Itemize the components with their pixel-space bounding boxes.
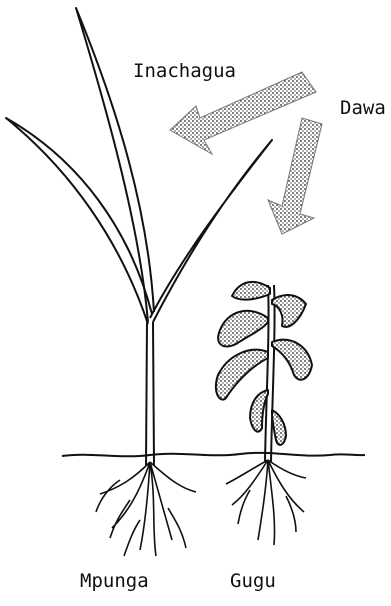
weed-leaf <box>218 311 268 347</box>
weed-roots <box>226 460 306 545</box>
weed-stem <box>265 285 275 462</box>
weed-leaf <box>216 350 268 400</box>
label-herbicide: Dawa <box>340 97 386 119</box>
rice-stem <box>146 322 154 465</box>
rice-roots <box>96 462 196 556</box>
weed-leaf <box>272 410 286 445</box>
rice-plant <box>6 8 272 556</box>
rice-leaf-center <box>76 8 154 322</box>
weed-plant <box>216 282 312 545</box>
rice-leaf-left <box>6 118 152 324</box>
label-crop: Mpunga <box>80 570 149 592</box>
weed-leaf <box>232 282 270 300</box>
arrow-to-rice <box>170 72 316 154</box>
weed-leaf <box>272 340 312 380</box>
label-weed: Gugu <box>230 570 276 592</box>
soil-line <box>62 453 365 456</box>
spray-arrows <box>170 72 322 234</box>
label-selective: Inachagua <box>133 60 236 82</box>
arrow-to-weed <box>268 118 322 234</box>
weed-leaf <box>272 295 306 327</box>
